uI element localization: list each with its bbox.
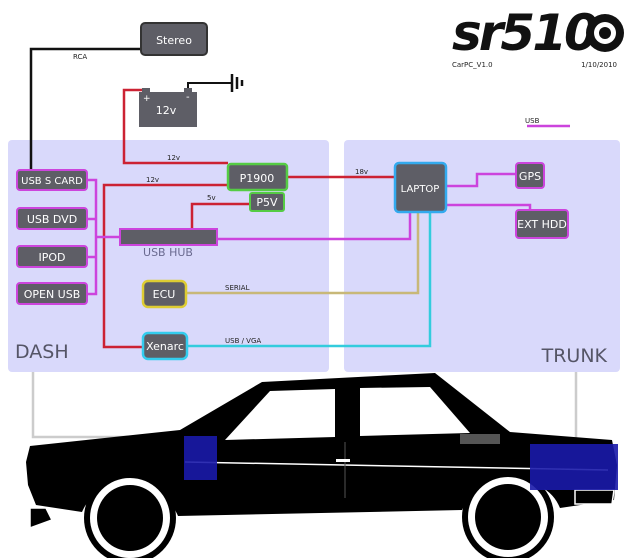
usb-hub-label: USB HUB [143,246,193,259]
p1900-label: P1900 [240,172,275,185]
laptop-to-gps-wire [446,172,516,188]
battery[interactable]: + - 12v [139,88,197,127]
dash-location-line [31,372,187,439]
date-label: 1/10/2010 [581,61,617,69]
laptop-to-hdd-wire [446,203,532,210]
p5v-to-hub-wire [190,202,250,230]
battery-plus-label: + [143,94,151,104]
xenarc-box[interactable]: Xenarc [141,331,189,361]
battery-label: 12v [156,104,177,117]
trunk-zone-label: TRUNK [541,345,608,367]
battery-minus-label: - [186,92,190,103]
stereo-box[interactable]: Stereo [140,22,208,56]
usb-dvd-label: USB DVD [27,213,77,226]
dash-zone-label: DASH [15,341,69,363]
usb-hub-box[interactable]: USB HUB [119,228,218,259]
usb-dvd-box[interactable]: USB DVD [16,207,88,230]
open-usb-box[interactable]: OPEN USB [16,282,88,305]
serial-wire-label: SERIAL [225,284,250,292]
p5v-wire-label: 5v [207,194,216,202]
usb-s-card-label: USB S CARD [21,176,83,187]
xenarc-label: Xenarc [146,340,184,353]
battery-to-p1900-wire [122,88,228,165]
ground-wire [187,82,232,91]
battery-wire-label: 12v [167,154,180,162]
ecu-serial-wire [187,212,420,295]
ecu-box[interactable]: ECU [141,279,188,309]
ext-hdd-box[interactable]: EXT HDD [515,209,569,239]
dash-placement-marker [184,436,217,480]
version-label: CarPC_V1.0 [452,61,493,69]
video-wire-label: USB / VGA [225,337,261,345]
dash-zone [8,140,329,372]
trunk-placement-marker [530,444,618,490]
legend-usb-label: USB [525,117,540,125]
gps-box[interactable]: GPS [515,162,545,189]
xenarc-video-wire [187,212,432,348]
logo-text: sr510 [452,4,598,62]
usb-s-card-box[interactable]: USB S CARD [16,169,88,191]
laptop-label: LAPTOP [401,184,440,195]
p5v-label: P5V [256,196,278,209]
laptop-box[interactable]: LAPTOP [393,161,448,214]
ipod-label: IPOD [38,251,65,264]
p1900-to-xenarc-wire [102,183,228,349]
open-usb-label: OPEN USB [24,288,81,301]
p5v-box[interactable]: P5V [249,192,285,212]
xenarc-power-label: 12v [146,176,159,184]
hub-to-laptop-wire [216,212,412,241]
rca-wire [29,47,140,170]
ground-icon [230,74,244,92]
stereo-label: Stereo [156,34,192,47]
rca-wire-label: RCA [73,53,87,61]
ext-hdd-label: EXT HDD [517,218,567,231]
car-silhouette-icon [26,373,617,558]
laptop-power-label: 18v [355,168,368,176]
p1900-box[interactable]: P1900 [226,162,289,192]
logo: sr510 [452,4,624,62]
ipod-box[interactable]: IPOD [16,245,88,268]
gps-label: GPS [519,170,541,183]
ecu-label: ECU [153,288,176,301]
